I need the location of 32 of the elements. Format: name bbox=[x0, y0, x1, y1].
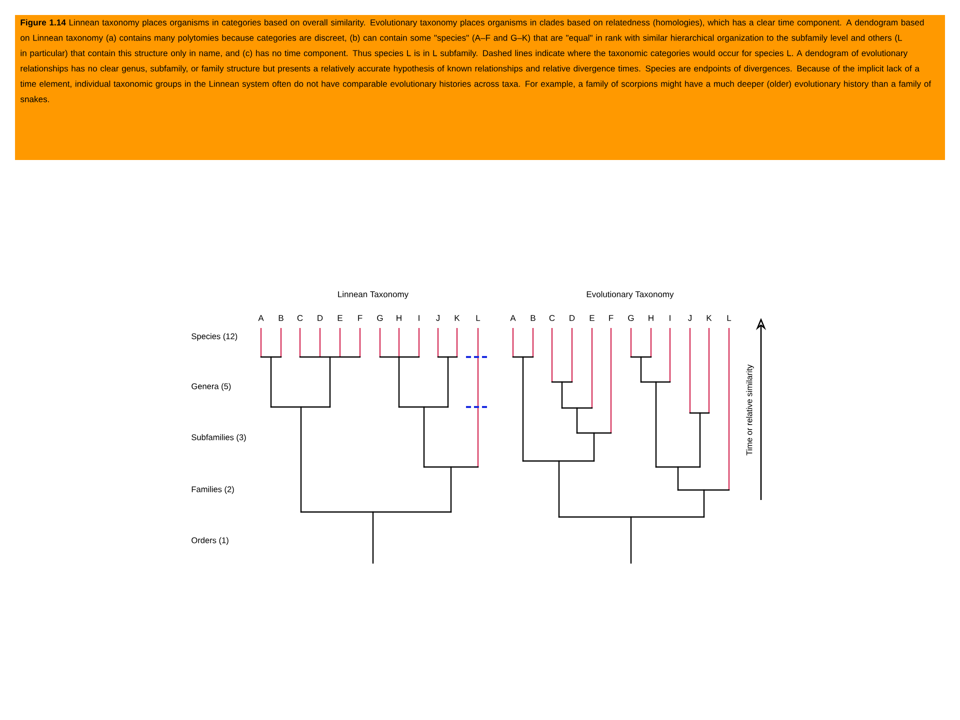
species-letter: L bbox=[476, 315, 480, 321]
species-letter: F bbox=[358, 315, 362, 321]
species-letter: H bbox=[648, 315, 654, 321]
species-letter: G bbox=[628, 315, 634, 321]
axis-label: Time or relative similarity bbox=[746, 364, 754, 456]
species-letter: I bbox=[418, 315, 420, 321]
species-letter: E bbox=[590, 315, 594, 321]
species-letter: J bbox=[688, 315, 692, 321]
species-letter: B bbox=[278, 315, 284, 321]
species-letter: D bbox=[318, 315, 323, 321]
rank-label: Families (2) bbox=[192, 486, 234, 494]
species-letter: D bbox=[570, 315, 575, 321]
species-letter: J bbox=[436, 315, 440, 321]
species-letter: A bbox=[510, 315, 516, 321]
species-letter: L bbox=[727, 315, 732, 321]
caption-box: Figure 1.14 Linnean taxonomy places organisms in categories based on overall similarity. Evolutionary taxonomy places organisms in clades based on relatedness (homologies), which has a clear time component. A dendogram based on Linnean taxonomy (a) contains many polytomies because categories are discreet, (b) can contain some "species" (A–F and G–K) that are "equal" in rank with similar hierarchical organization to the subfamily level and others (L in particular) that contain this structure only in name, and (c) has no time component. Thus species L is in L subfamily. Dashed lines indicate where the taxonomic categories would occur for species L. A dendogram of evolutionary relationships has no clear genus, subfamily, or family structure but presents a relatively accurate hypothesis of known relationships and relative divergence times. Species are endpoints of divergences. Because of the implicit lack of a time element, individual taxonomic groups in the Linnean system often do not have comparable evolutionary histories across taxa. For example, a family of scorpions might have a much deeper (older) evolutionary history than a family of snakes. bbox=[15, 15, 945, 160]
species-letter: K bbox=[706, 315, 712, 321]
species-letter: K bbox=[454, 315, 460, 321]
tree-title: Evolutionary Taxonomy bbox=[586, 291, 674, 299]
species-letter: G bbox=[377, 315, 383, 321]
species-letter: F bbox=[609, 315, 614, 321]
rank-label: Orders (1) bbox=[192, 537, 228, 545]
tree-title: Linnean Taxonomy bbox=[338, 291, 409, 299]
species-letter: E bbox=[338, 315, 342, 321]
species-letter: A bbox=[258, 315, 264, 321]
rank-label: Genera (5) bbox=[192, 383, 231, 391]
species-letter: H bbox=[396, 315, 402, 321]
species-letter: C bbox=[549, 315, 555, 321]
species-letter: C bbox=[297, 315, 303, 321]
rank-label: Subfamilies (3) bbox=[192, 434, 246, 442]
species-letter: B bbox=[530, 315, 536, 321]
rank-label: Species (12) bbox=[192, 333, 238, 341]
